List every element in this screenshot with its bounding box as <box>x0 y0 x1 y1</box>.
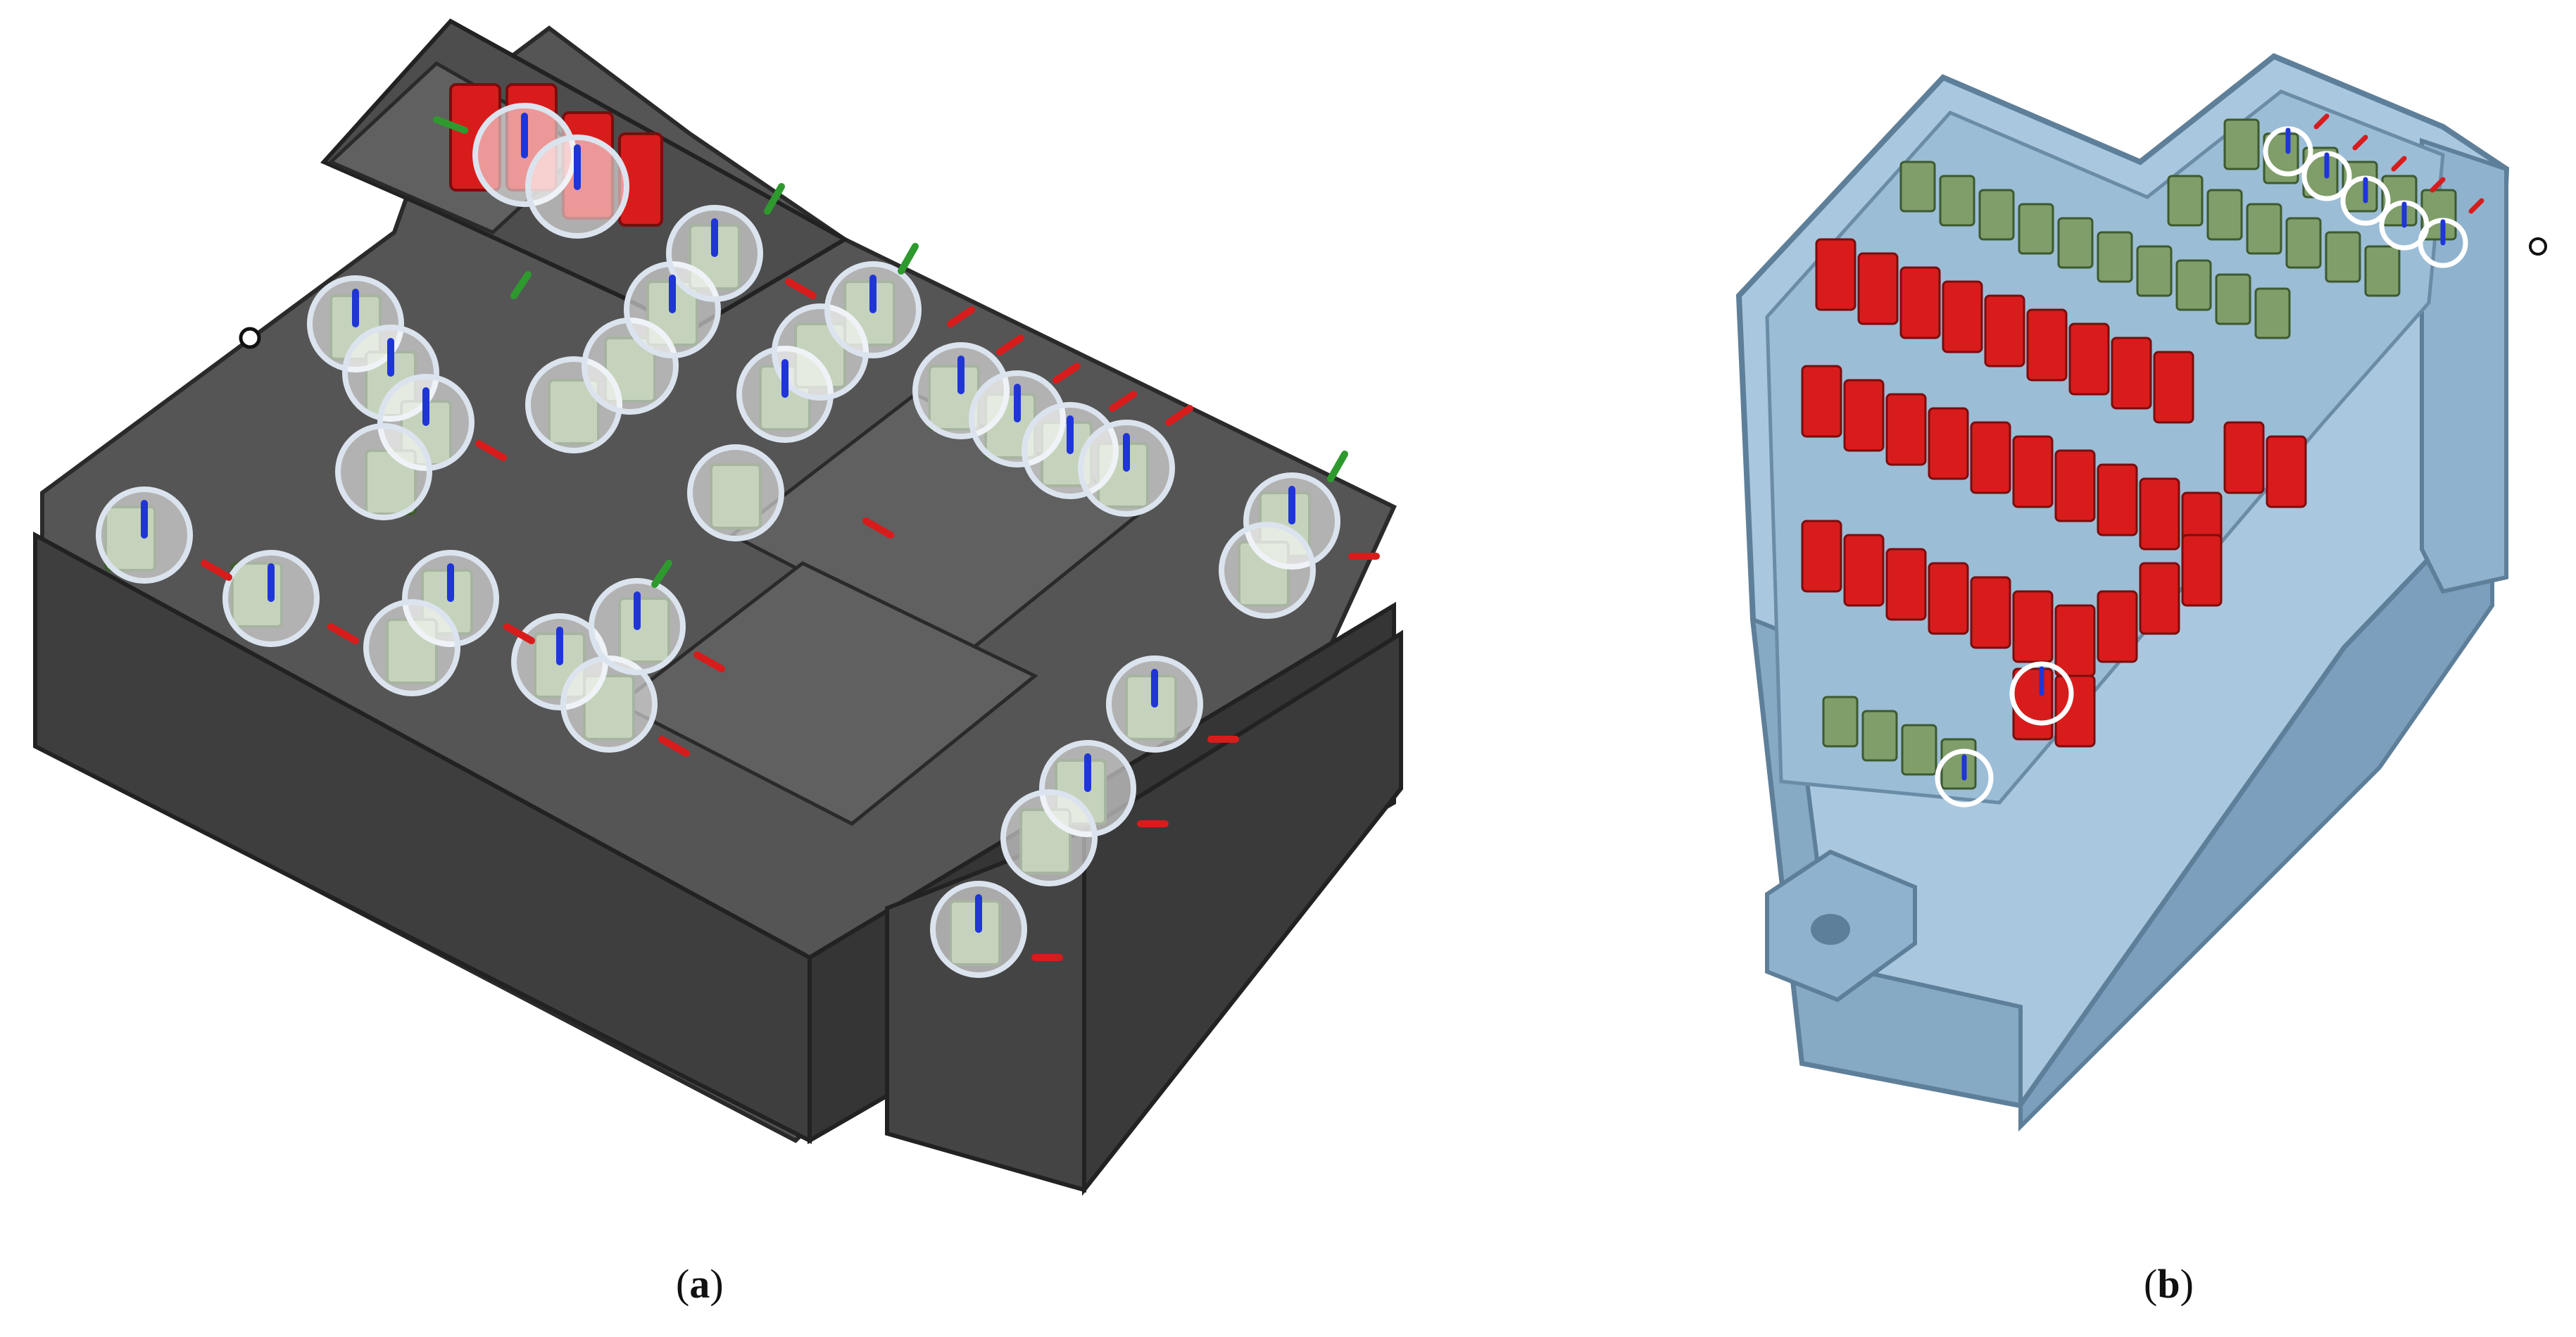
panel-a-caption: (a) <box>676 1261 724 1307</box>
panel-a-label: a <box>689 1261 710 1307</box>
terminal-markers-a <box>96 103 1380 978</box>
mount-hole <box>1811 914 1850 945</box>
panel-b-caption: (b) <box>2144 1261 2194 1307</box>
terminal-markers-b <box>1935 113 2547 808</box>
cavity-center-lower <box>616 561 1038 826</box>
origin-marker-b <box>2529 237 2547 256</box>
panel-b-render <box>1735 53 2547 1132</box>
panel-a-render <box>33 18 1403 1196</box>
red-terminals-b <box>1801 238 2307 748</box>
panel-b-label: b <box>2157 1261 2180 1307</box>
origin-marker-a <box>239 327 261 349</box>
housing-b-right-wall <box>2018 487 2494 1132</box>
housing-right-tower-side <box>1082 629 1403 1196</box>
housing-b-right-boss <box>2420 137 2508 594</box>
